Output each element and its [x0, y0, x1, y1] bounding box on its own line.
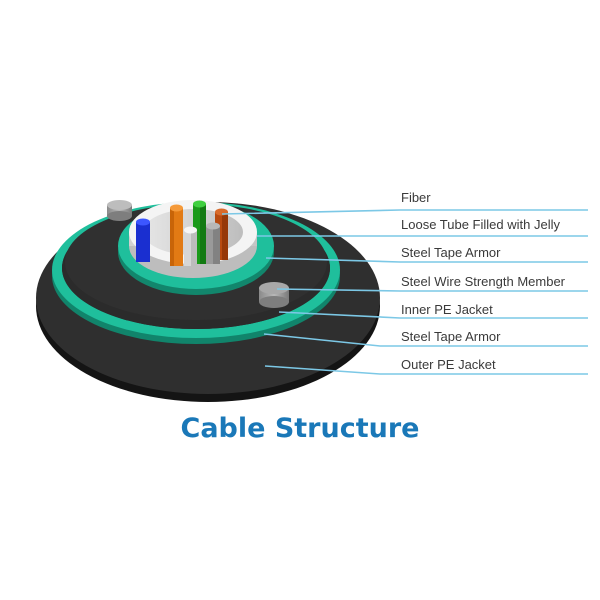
leader-line-outer-pe-jacket [264, 365, 588, 375]
label-steel-wire-strength-member: Steel Wire Strength Member [401, 274, 566, 289]
label-outer-pe-jacket: Outer PE Jacket [401, 357, 496, 372]
steel-wire-strength-member-left [107, 200, 132, 221]
label-loose-tube: Loose Tube Filled with Jelly [401, 217, 560, 232]
fiber-white [184, 226, 197, 266]
leader-line-steel-tape-armor-outer [263, 333, 588, 347]
label-fiber: Fiber [401, 190, 431, 205]
leader-line-fiber [221, 209, 588, 215]
leader-line-inner-pe-jacket [278, 311, 588, 319]
fiber-blue [136, 218, 150, 262]
fiber-gray [206, 222, 220, 264]
leader-lines [221, 209, 588, 375]
label-inner-pe-jacket: Inner PE Jacket [401, 302, 493, 317]
leader-line-strength-member [276, 288, 588, 292]
fiber-orange [170, 204, 183, 266]
steel-wire-strength-member-right [259, 282, 289, 308]
label-steel-tape-armor-outer: Steel Tape Armor [401, 329, 501, 344]
diagram-title: Cable Structure [180, 413, 420, 444]
label-steel-tape-armor-inner: Steel Tape Armor [401, 245, 501, 260]
leader-line-steel-tape-armor-inner [265, 257, 588, 263]
